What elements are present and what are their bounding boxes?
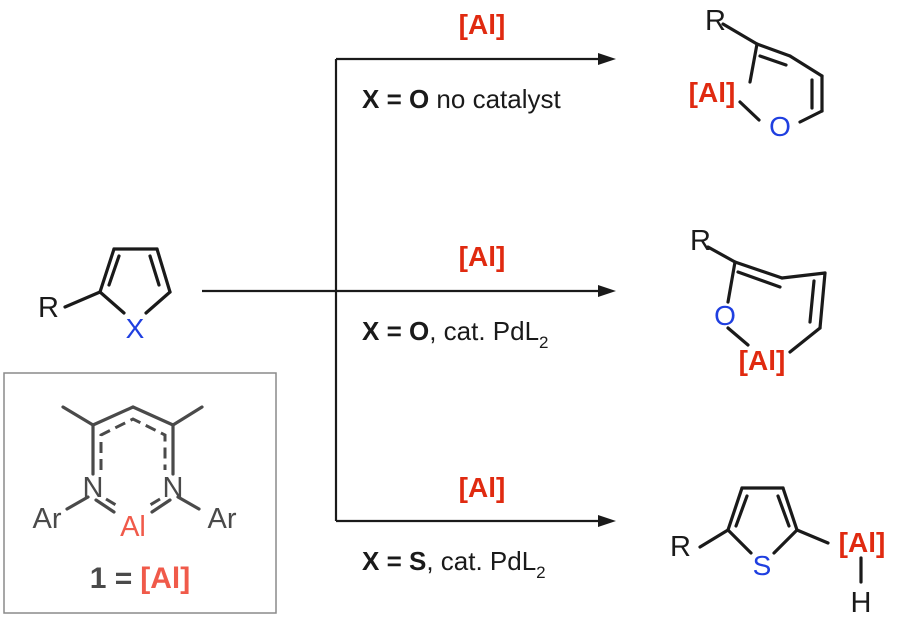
reactant-heterocycle: R X [38,247,172,344]
condition-middle: X = O, cat. PdL2 [362,316,549,352]
product-bottom-s-label: S [753,550,772,581]
product-top-o-label: O [769,111,791,142]
reactant-x-label: X [126,313,145,344]
product-top-r-label: R [705,5,726,37]
reagent-label-bottom: [Al] [459,472,506,503]
product-top-al-label: [Al] [689,77,736,108]
product-middle-al-label: [Al] [739,345,786,376]
condition-top: X = O no catalyst [362,84,561,114]
product-bottom-h-label: H [851,587,872,619]
product-middle-alumina-oxacycle: R O [Al] [690,225,827,376]
reactant-r-label: R [38,292,59,324]
reagent-al-atom: Al [120,511,146,543]
product-top-alumina-oxacycle: R [Al] O [689,5,824,142]
product-middle-o-label: O [714,300,736,331]
condition-bottom: X = S, cat. PdL2 [362,546,546,582]
reagent-n-left: N [83,472,104,504]
reagent-label-top: [Al] [459,9,506,40]
reagent-label-middle: [Al] [459,241,506,272]
reagent-ar-right: Ar [208,503,237,535]
reagent-ar-left: Ar [33,503,62,535]
reagent-caption: 1 =[Al] [90,562,191,595]
reagent-n-right: N [163,472,184,504]
product-bottom-al-label: [Al] [839,527,886,558]
product-middle-r-label: R [690,225,711,257]
bottom-arrowhead [598,515,616,527]
middle-arrowhead [598,285,616,297]
top-arrowhead [598,53,616,65]
product-bottom-r-label: R [670,531,691,563]
reagent-box: N N Ar Ar Al 1 =[Al] [3,372,277,614]
reagent-box-border [3,372,277,614]
branching-arrows [202,53,616,527]
product-bottom-thiophene: R S [Al] H [670,486,886,619]
